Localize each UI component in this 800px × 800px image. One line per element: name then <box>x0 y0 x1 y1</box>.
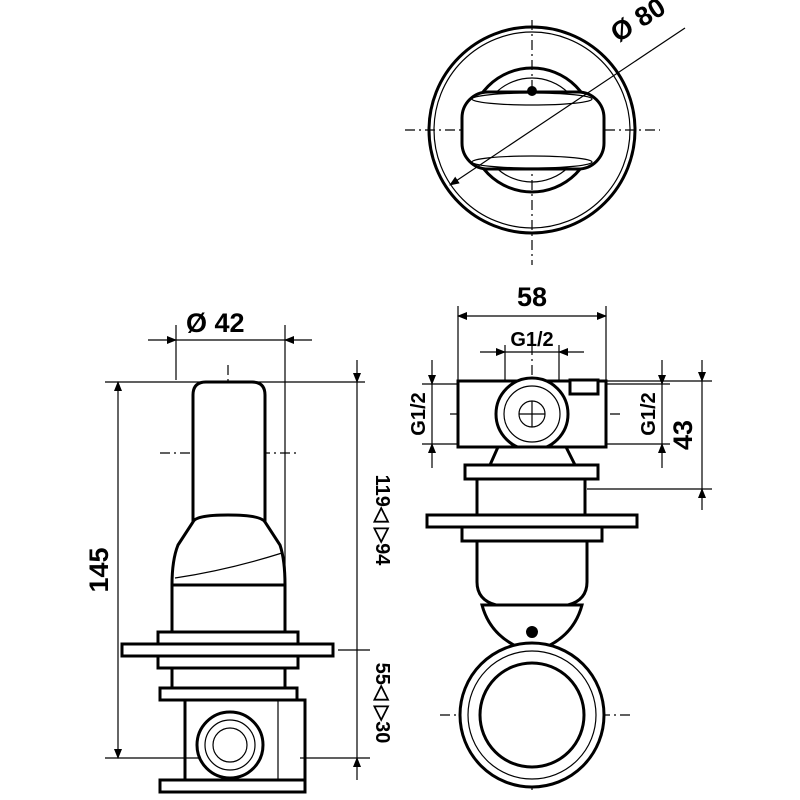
range-lower-label: 55◁ ▷30 <box>371 663 393 744</box>
front-view-handle-ring <box>458 641 606 789</box>
front-height-label: 43 <box>668 420 698 450</box>
total-height-label: 145 <box>84 547 114 592</box>
front-view: 58 G1/2 G1/2 G1/2 43 <box>408 282 712 790</box>
side-view: Ø 42 145 119◁ ▷94 55◁ ▷30 <box>84 308 393 794</box>
range-upper-label: 119◁ ▷94 <box>371 475 393 567</box>
top-view: Ø 80 <box>405 0 686 265</box>
side-view-rosette <box>120 642 335 658</box>
thread-right-label: G1/2 <box>638 392 660 435</box>
thread-top-label: G1/2 <box>510 329 553 351</box>
top-view-handle <box>460 90 606 171</box>
front-width-label: 58 <box>517 282 547 312</box>
thread-left-label: G1/2 <box>408 392 430 435</box>
top-view-rosette-outline <box>427 25 637 235</box>
side-diameter-label: Ø 42 <box>186 308 245 338</box>
side-view-handle <box>191 380 267 524</box>
top-diameter-label: Ø 80 <box>605 0 671 48</box>
front-view-rosette <box>425 513 639 529</box>
